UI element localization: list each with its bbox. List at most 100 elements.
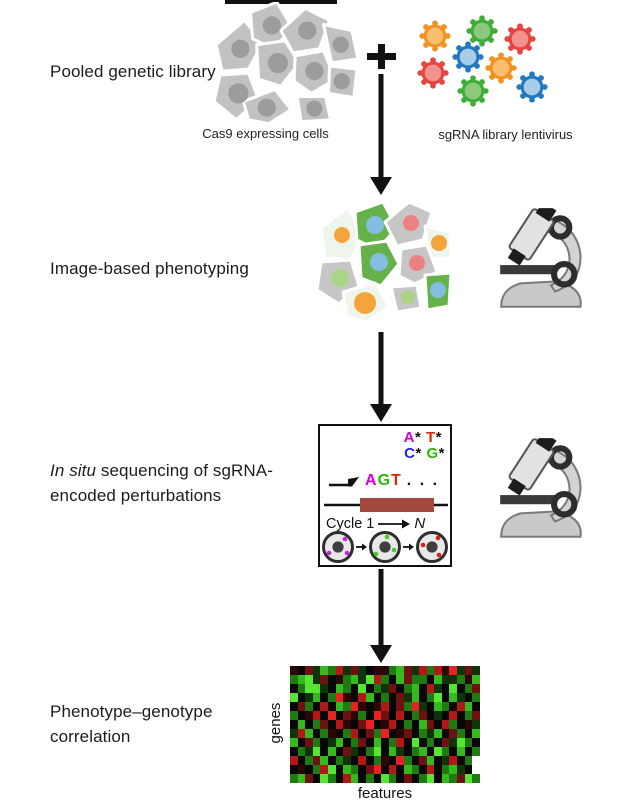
heatmap-cell <box>441 747 450 756</box>
heatmap-cell <box>327 738 336 747</box>
heatmap-cell <box>312 774 321 783</box>
heatmap-cell <box>327 729 336 738</box>
heatmap-cell <box>290 765 298 774</box>
heatmap-cell <box>327 747 336 756</box>
heatmap-cell <box>305 711 313 720</box>
heatmap-cell <box>441 729 450 738</box>
heatmap-cell <box>441 738 450 747</box>
heatmap-cell <box>365 729 374 738</box>
heatmap-cell <box>472 774 480 783</box>
heatmap-cell <box>373 702 382 711</box>
heatmap-cell <box>320 729 328 738</box>
heatmap-cell <box>403 702 412 711</box>
heatmap-cell <box>297 711 306 720</box>
base-calls-row1: A* T* <box>403 429 442 446</box>
heatmap-cell <box>419 675 427 684</box>
phenotyping-cells-illustration <box>315 200 453 324</box>
heatmap-cell <box>426 702 435 711</box>
heatmap-cell <box>434 756 442 765</box>
heatmap-cell <box>335 702 344 711</box>
heatmap-cell <box>464 675 473 684</box>
heatmap-cell <box>373 720 382 729</box>
heatmap-cell <box>290 729 298 738</box>
heatmap-cell <box>472 720 480 729</box>
heatmap-cell <box>335 765 344 774</box>
heatmap-cell <box>472 729 480 738</box>
heatmap-cell <box>335 693 344 702</box>
heatmap-cell <box>403 693 412 702</box>
heatmap-cell <box>434 684 442 693</box>
heatmap-cell <box>457 711 465 720</box>
heatmap-cell <box>434 711 442 720</box>
heatmap-cell <box>464 774 473 783</box>
heatmap-cell <box>434 702 442 711</box>
heatmap-cell <box>449 720 458 729</box>
heatmap-cell <box>434 738 442 747</box>
heatmap-cell <box>457 720 465 729</box>
heatmap-cell <box>396 702 404 711</box>
heatmap-cell <box>335 729 344 738</box>
heatmap-cell <box>441 711 450 720</box>
heatmap-cell <box>396 774 404 783</box>
heatmap-cell <box>320 702 328 711</box>
right-arrow-icon <box>356 543 367 551</box>
heatmap-cell <box>419 756 427 765</box>
heatmap-cell <box>464 711 473 720</box>
heatmap-cell <box>396 765 404 774</box>
heatmap-cell <box>457 693 465 702</box>
heatmap-cell <box>358 729 366 738</box>
heatmap-cell <box>457 747 465 756</box>
heatmap-cell <box>350 702 359 711</box>
heatmap-cell <box>373 711 382 720</box>
heatmap-cell <box>327 765 336 774</box>
heatmap-cell <box>426 738 435 747</box>
heatmap-cell <box>441 702 450 711</box>
heatmap-cell <box>381 675 389 684</box>
heatmap-cell <box>365 675 374 684</box>
heatmap-cell <box>290 774 298 783</box>
heatmap-cell <box>343 765 351 774</box>
heatmap-cell <box>358 747 366 756</box>
heatmap-cell <box>358 756 366 765</box>
primer-arrow-icon <box>329 477 359 487</box>
heatmap-cell <box>381 738 389 747</box>
heatmap-cell <box>343 774 351 783</box>
heatmap-cell <box>426 747 435 756</box>
heatmap-cell <box>343 729 351 738</box>
heatmap-cell <box>373 684 382 693</box>
heatmap-cell <box>388 702 397 711</box>
heatmap-cell <box>305 774 313 783</box>
heatmap-cell <box>305 666 313 675</box>
heatmap-cell <box>472 738 480 747</box>
heatmap-cell <box>403 711 412 720</box>
heatmap-cell <box>290 684 298 693</box>
heatmap-cell <box>411 675 420 684</box>
heatmap-cell <box>327 756 336 765</box>
heatmap-cell <box>434 747 442 756</box>
heatmap-cell <box>457 774 465 783</box>
heatmap-cell <box>350 729 359 738</box>
heatmap-cell <box>396 684 404 693</box>
heatmap-cell <box>297 756 306 765</box>
heatmap-cell <box>327 666 336 675</box>
heatmap-cell <box>358 693 366 702</box>
heatmap-cell <box>403 729 412 738</box>
heatmap-cell <box>358 774 366 783</box>
heatmap-cell <box>343 711 351 720</box>
heatmap-cell <box>419 774 427 783</box>
heatmap-cell <box>350 756 359 765</box>
heatmap-cell <box>403 756 412 765</box>
step4-title-line1: Phenotype–genotype <box>50 702 213 721</box>
heatmap-cell <box>350 765 359 774</box>
heatmap-cell <box>290 702 298 711</box>
step1-title: Pooled genetic library <box>50 62 216 81</box>
heatmap-cell <box>290 756 298 765</box>
heatmap-cell <box>335 711 344 720</box>
heatmap-cell <box>320 747 328 756</box>
heatmap-cell <box>343 666 351 675</box>
heatmap-cell <box>388 711 397 720</box>
heatmap-cell <box>441 774 450 783</box>
heatmap-cell <box>426 684 435 693</box>
heatmap-cell <box>343 693 351 702</box>
heatmap-cell <box>358 720 366 729</box>
